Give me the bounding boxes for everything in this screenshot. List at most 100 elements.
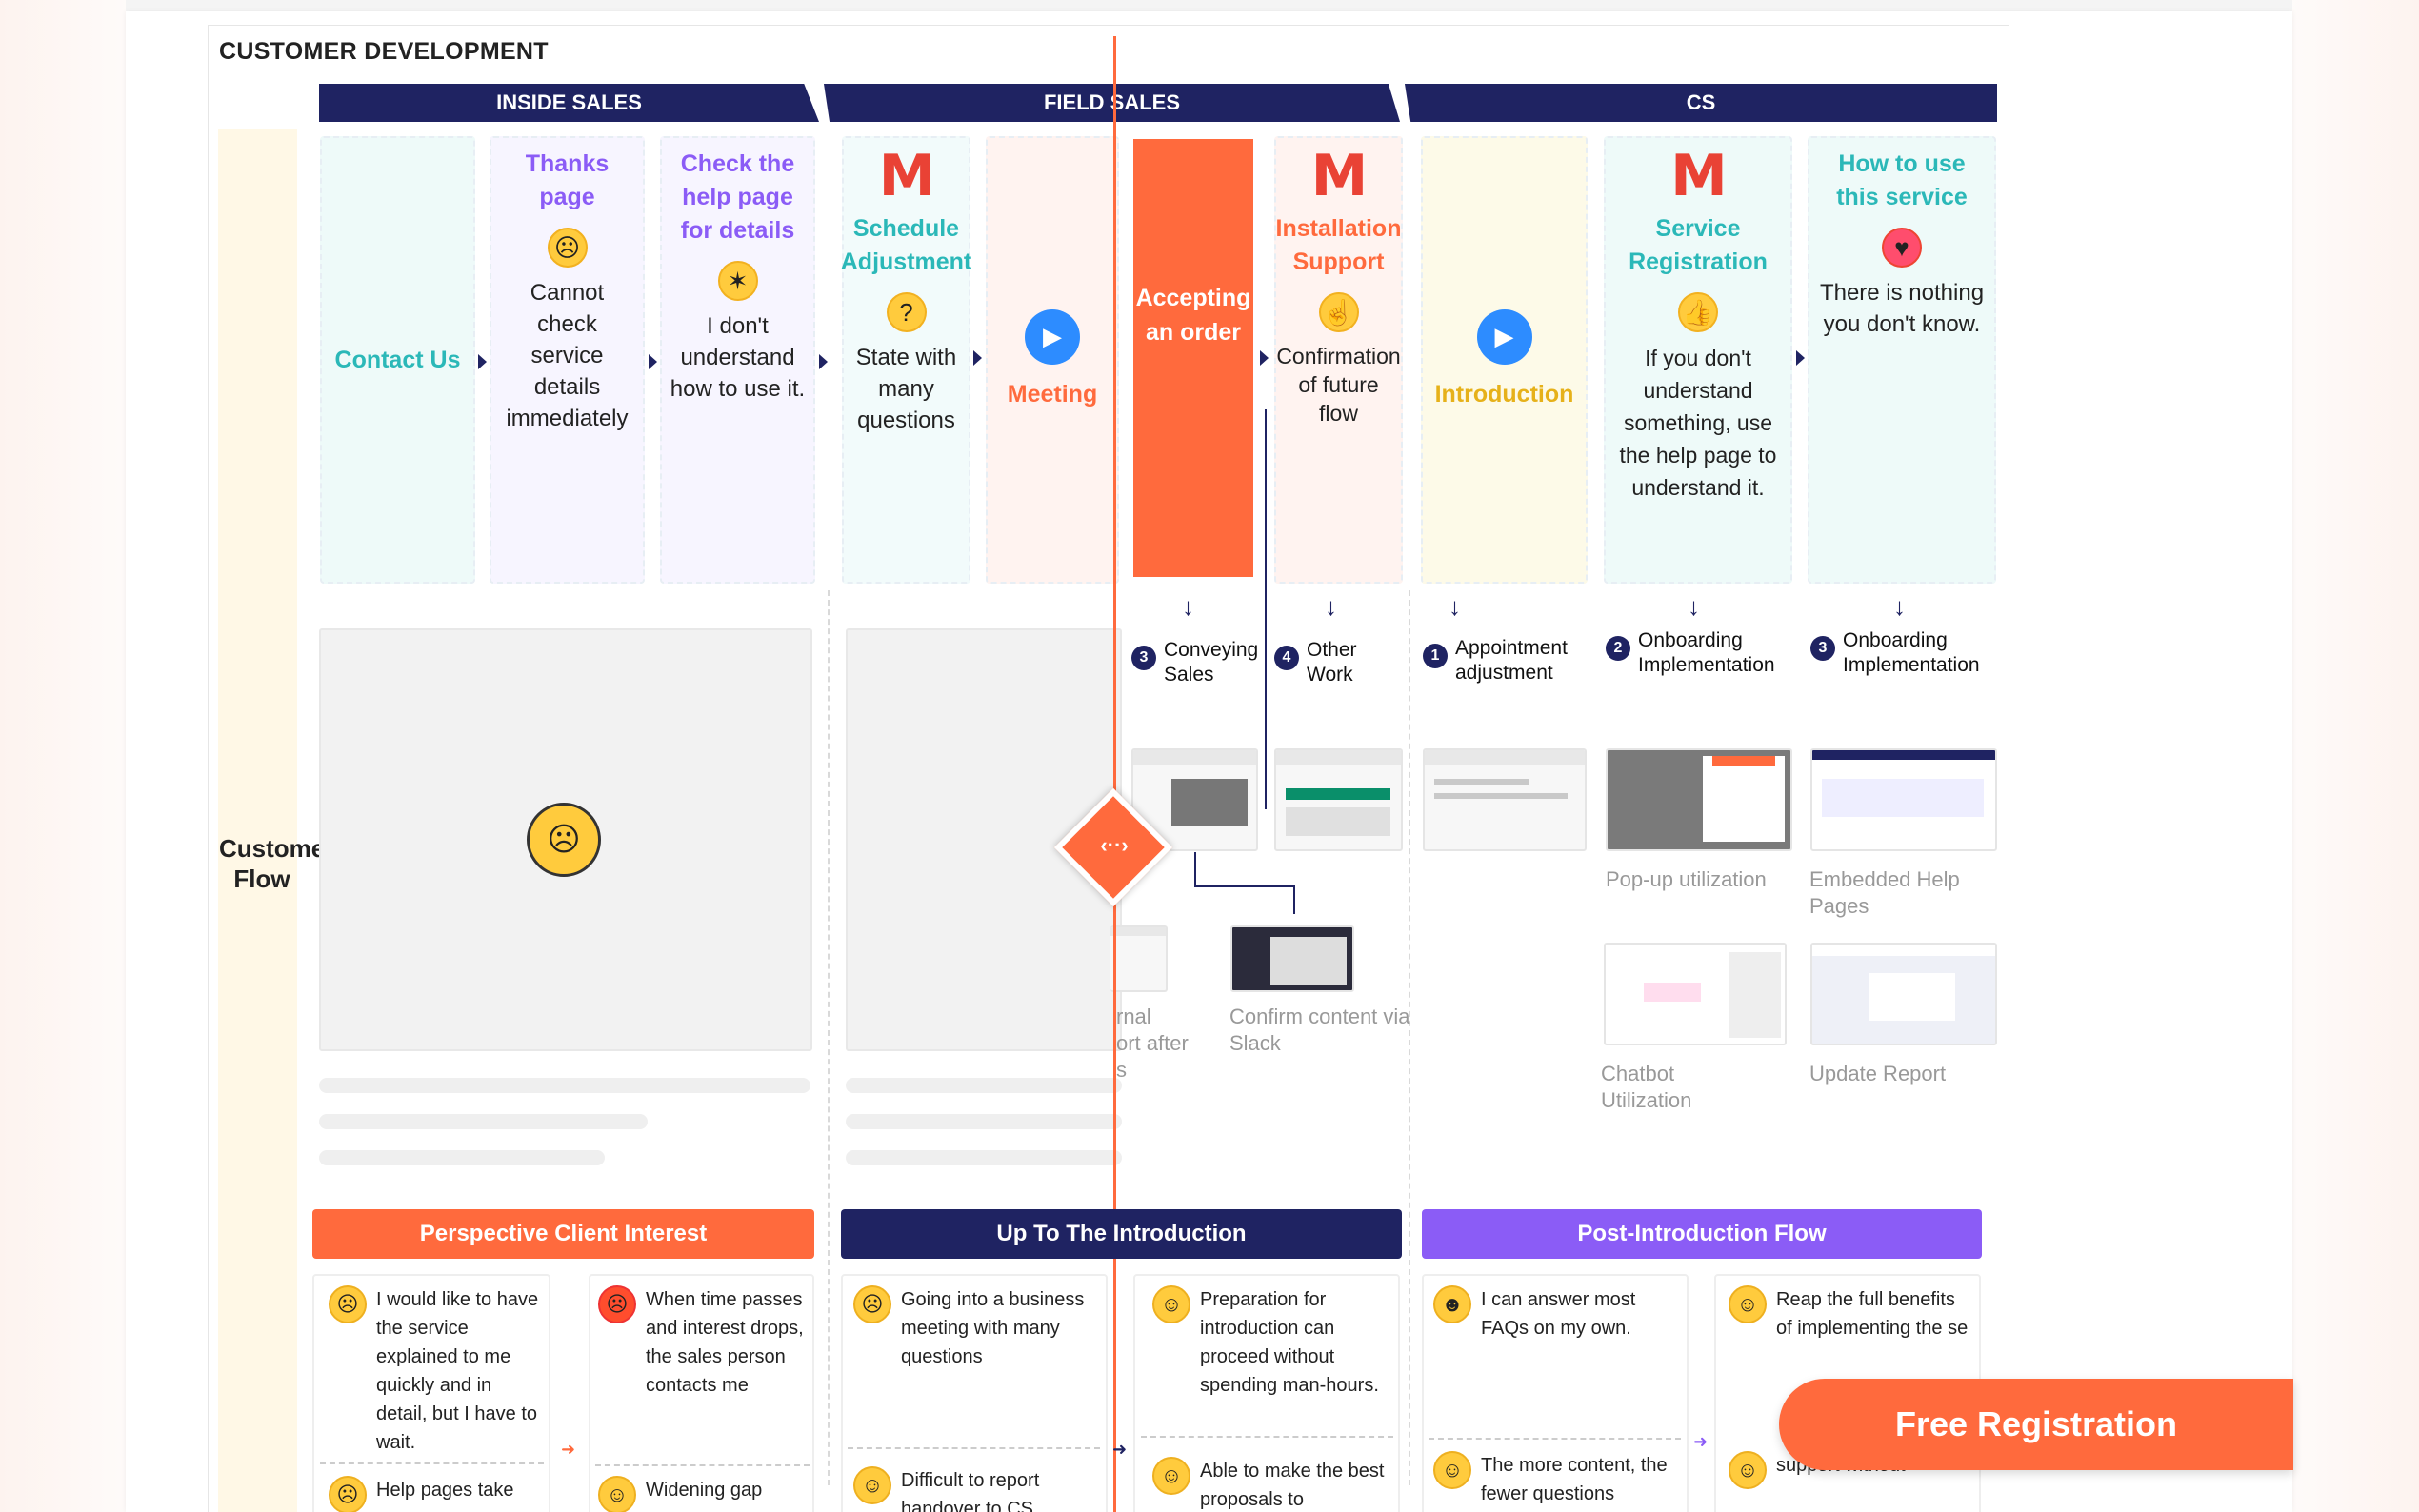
timeline-marker[interactable] [1113, 36, 1116, 1512]
video-camera-icon: ▶ [1025, 308, 1080, 365]
thumbs-up-icon: 👍 [1678, 292, 1718, 332]
stage-howto: How to use this service ♥ There is nothi… [1808, 136, 1996, 584]
list-item: ☹I would like to have the service explai… [329, 1285, 543, 1457]
step-label: Onboarding Implementation [1843, 629, 1980, 676]
stage-text: Cannot check service details immediately [506, 280, 629, 431]
item-text: Reap the full benefits of implementing t… [1776, 1289, 1969, 1339]
arrow-right-icon [1260, 350, 1269, 366]
arrow-right-icon [973, 350, 982, 366]
item-text: Help pages take [376, 1480, 514, 1501]
arrow-right-icon: ➜ [561, 1440, 576, 1459]
person-icon: ☺ [1152, 1457, 1190, 1495]
item-text: I can answer most FAQs on my own. [1481, 1289, 1636, 1339]
shocked-face-icon: ✶ [717, 261, 758, 301]
caption-popup: Pop-up utilization [1606, 867, 1767, 891]
stage-heading: Thanks page [525, 150, 610, 210]
step-other-work: 4 Other Work [1274, 638, 1389, 687]
caption-internal-report: rnal ort after s [1116, 1005, 1189, 1082]
stage-meeting: ▶ Meeting [986, 136, 1119, 584]
person-icon: ☺ [1729, 1285, 1767, 1323]
stage-text: Confirmation of future flow [1276, 344, 1401, 426]
relieved-face-icon: ☺ [1152, 1285, 1190, 1323]
step-number: 4 [1274, 646, 1299, 670]
arrow-down-icon: ↓ [1449, 592, 1461, 621]
skeleton-line [319, 1114, 648, 1129]
item-text: Widening gap [646, 1480, 763, 1501]
thinking-face-icon: ? [886, 292, 927, 332]
arrow-down-icon: ↓ [1325, 592, 1337, 621]
caption-update: Update Report [1809, 1062, 1947, 1085]
caption-embedded: Embedded Help Pages [1809, 867, 1960, 918]
screenshot-thumbnail [1230, 925, 1354, 992]
connector-line [1265, 409, 1267, 809]
step-label: Conveying Sales [1164, 639, 1259, 686]
skeleton-line [846, 1078, 1122, 1093]
screenshot-thumbnail [1810, 943, 1997, 1045]
stage-service-registration: M Service Registration 👍 If you don't un… [1604, 136, 1792, 584]
list-item: ☹ When time passes and interest drops, th… [598, 1285, 810, 1400]
stage-heading: Check the help page for details [680, 150, 795, 244]
stage-heading: Installation Support [1275, 215, 1402, 275]
arrow-right-icon: ➜ [1112, 1440, 1128, 1459]
stage-text: If you don't understand something, use t… [1619, 346, 1777, 500]
sad-face-icon: ☹ [329, 1285, 367, 1323]
band-introduction: Up To The Introduction [841, 1209, 1402, 1259]
angry-face-icon: ☹ [598, 1285, 636, 1323]
skeleton-line [319, 1150, 605, 1165]
heart-eyes-icon: ♥ [1882, 228, 1922, 268]
stage-accept: Accepting an order [1133, 139, 1253, 577]
step-onboarding: 2 Onboarding Implementation [1606, 628, 1777, 678]
row-label-bg [218, 129, 297, 1512]
worried-face-icon: ☹ [547, 228, 588, 268]
column-divider [1409, 590, 1410, 1485]
person-icon: ☺ [598, 1476, 636, 1512]
divider [848, 1447, 1100, 1449]
screenshot-thumbnail [1604, 943, 1787, 1045]
arrow-right-icon [819, 354, 828, 369]
arrow-right-icon [1796, 350, 1805, 366]
skeleton-line [846, 1150, 1122, 1165]
stage-text: I don't understand how to use it. [670, 313, 806, 402]
list-item: ☺The more content, the fewer questions [1433, 1451, 1683, 1508]
item-text: I would like to have the service explain… [376, 1289, 539, 1453]
list-item: ☺Able to make the best proposals to [1152, 1457, 1395, 1512]
divider [1141, 1436, 1393, 1438]
gmail-icon: M [878, 143, 936, 209]
item-text: Preparation for introduction can proceed… [1200, 1289, 1379, 1396]
list-item: ☺ Widening gap [598, 1476, 810, 1512]
stage-heading: Meeting [1007, 380, 1098, 408]
section-inside-sales: INSIDE SALES [319, 84, 819, 122]
divider [595, 1464, 810, 1466]
stage-heading: Schedule Adjustment [840, 215, 972, 275]
arrow-right-icon [649, 354, 657, 369]
screenshot-thumbnail [1274, 748, 1403, 851]
gmail-icon: M [1670, 143, 1728, 209]
divider [1429, 1438, 1681, 1440]
arrow-right-icon: ➜ [1693, 1432, 1709, 1451]
step-label: Appointment adjustment [1455, 637, 1568, 684]
gmail-icon: M [1310, 143, 1369, 209]
item-text: The more content, the fewer questions [1481, 1455, 1668, 1504]
item-text: When time passes and interest drops, the… [646, 1289, 804, 1396]
step-label: Other Work [1307, 639, 1357, 686]
screenshot-thumbnail [1810, 748, 1997, 851]
caption-chatbot: Chatbot Utilization [1601, 1062, 1692, 1112]
page-title: CUSTOMER DEVELOPMENT [219, 38, 549, 65]
top-strip [126, 0, 2292, 11]
sunglasses-face-icon: ☻ [1433, 1285, 1471, 1323]
drag-handle-icon[interactable]: ‹··› [1100, 833, 1129, 857]
free-registration-button[interactable]: Free Registration [1779, 1379, 2293, 1470]
step-label: Onboarding Implementation [1638, 629, 1775, 676]
person-icon: ☺ [853, 1466, 891, 1504]
list-item: ☺ Preparation for introduction can procee… [1152, 1285, 1395, 1400]
step-number: 3 [1810, 636, 1835, 661]
screenshot-thumbnail [1606, 748, 1792, 851]
skeleton-line [319, 1078, 810, 1093]
stage-thanks: Thanks page ☹ Cannot check service detai… [490, 136, 645, 584]
worried-face-icon: ☹ [329, 1476, 367, 1512]
screenshot-thumbnail [1110, 925, 1168, 992]
section-cs: CS [1405, 84, 1997, 122]
step-number: 2 [1606, 636, 1630, 661]
